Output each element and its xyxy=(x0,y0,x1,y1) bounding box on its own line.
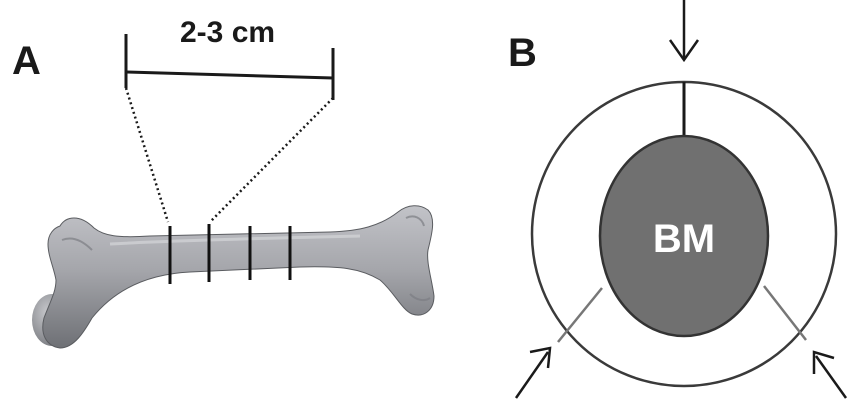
arrow-up-left-icon xyxy=(812,350,848,399)
bone-marrow-region xyxy=(598,134,770,338)
projection-line-right xyxy=(209,97,334,223)
measurement-label: 2-3 cm xyxy=(180,16,275,49)
femur-bone-icon xyxy=(32,205,435,349)
radial-line-right xyxy=(763,285,807,341)
panel-b-letter: B xyxy=(508,31,537,75)
panel-b: B BM xyxy=(508,0,848,399)
panel-a-letter: A xyxy=(12,39,41,83)
measurement-bracket xyxy=(124,34,335,100)
section-marks xyxy=(168,224,292,284)
arrow-down-icon xyxy=(668,0,700,63)
arrow-up-right-icon xyxy=(514,346,552,399)
bone-marrow-label: BM xyxy=(653,217,715,261)
projection-line-left xyxy=(124,87,170,223)
panel-a: A 2-3 cm xyxy=(12,16,435,349)
radial-line-left xyxy=(557,287,603,343)
